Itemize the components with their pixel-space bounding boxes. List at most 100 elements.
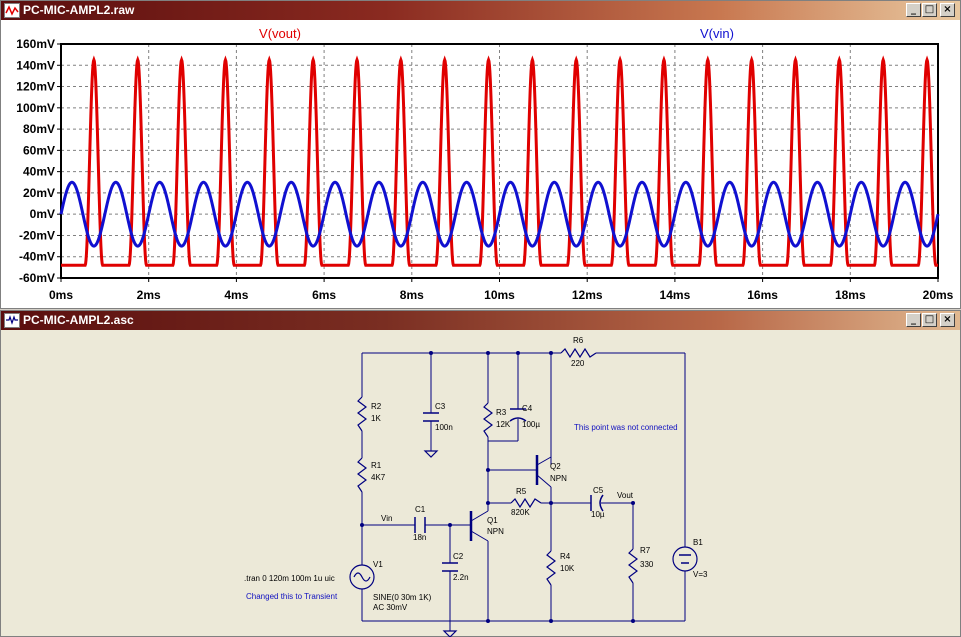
x-tick-label: 12ms	[572, 288, 603, 302]
x-tick-label: 20ms	[923, 288, 954, 302]
x-tick-label: 2ms	[137, 288, 161, 302]
battery-b1-symbol	[672, 546, 698, 572]
capacitor-c4-symbol	[509, 417, 527, 422]
r5-ref: R5	[516, 487, 527, 496]
resistor-r2-symbol	[357, 396, 367, 432]
net-label-vin: Vin	[381, 514, 392, 523]
x-tick-label: 10ms	[484, 288, 515, 302]
r3-ref: R3	[496, 408, 507, 417]
maximize-button[interactable]: □	[922, 313, 937, 327]
r4-value: 10K	[560, 564, 575, 573]
resistor-r1-symbol	[357, 457, 367, 493]
r7-value: 330	[640, 560, 654, 569]
junction-dot	[486, 501, 490, 505]
junction-dot	[360, 523, 364, 527]
junction-dot	[486, 468, 490, 472]
x-tick-label: 18ms	[835, 288, 866, 302]
waveform-window-title: PC-MIC-AMPL2.raw	[23, 3, 135, 17]
c1-ref: C1	[415, 505, 426, 514]
r5-value: 820K	[511, 508, 530, 517]
schematic-window-title: PC-MIC-AMPL2.asc	[23, 313, 134, 327]
r6-ref: R6	[573, 336, 584, 345]
junction-dot	[516, 351, 520, 355]
y-tick-label: 80mV	[23, 122, 55, 136]
v1-ac-value: AC 30mV	[373, 603, 408, 612]
wire	[470, 530, 489, 542]
waveform-titlebar[interactable]: PC-MIC-AMPL2.raw _ □ ×	[1, 1, 960, 20]
c2-value: 2.2n	[453, 573, 469, 582]
r7-ref: R7	[640, 546, 651, 555]
q1-ref: Q1	[487, 516, 498, 525]
v1-value: SINE(0 30m 1K)	[373, 593, 432, 602]
ground-icon	[423, 450, 439, 458]
junction-dot	[448, 523, 452, 527]
junction-dot	[486, 619, 490, 623]
q1-type: NPN	[487, 527, 504, 536]
y-tick-label: 0mV	[30, 207, 55, 221]
y-tick-label: 120mV	[16, 80, 55, 94]
legend-vout[interactable]: V(vout)	[259, 26, 301, 41]
c3-value: 100n	[435, 423, 453, 432]
b1-value: V=3	[693, 570, 708, 579]
schematic-window[interactable]: PC-MIC-AMPL2.asc _ □ ×	[0, 310, 961, 637]
x-tick-label: 0ms	[49, 288, 73, 302]
schematic-titlebar[interactable]: PC-MIC-AMPL2.asc _ □ ×	[1, 311, 960, 330]
net-label-vout: Vout	[617, 491, 634, 500]
comment-transient[interactable]: Changed this to Transient	[246, 592, 338, 601]
y-tick-label: 100mV	[16, 101, 55, 115]
legend-vin[interactable]: V(vin)	[700, 26, 734, 41]
r2-value: 1K	[371, 414, 381, 423]
y-tick-label: 20mV	[23, 186, 55, 200]
x-tick-label: 14ms	[660, 288, 691, 302]
r1-value: 4K7	[371, 473, 386, 482]
r2-ref: R2	[371, 402, 382, 411]
c3-ref: C3	[435, 402, 446, 411]
y-tick-label: -20mV	[19, 228, 55, 242]
q2-ref: Q2	[550, 462, 561, 471]
y-tick-label: -40mV	[19, 250, 55, 264]
y-tick-label: 40mV	[23, 165, 55, 179]
c5-value: 10µ	[591, 510, 605, 519]
minimize-button[interactable]: _	[906, 313, 921, 327]
x-tick-label: 16ms	[747, 288, 778, 302]
waveform-icon	[4, 3, 20, 18]
junction-dot	[549, 501, 553, 505]
close-button[interactable]: ×	[940, 313, 955, 327]
x-tick-label: 8ms	[400, 288, 424, 302]
c1-value: 18n	[413, 533, 426, 542]
c4-value: 100µ	[522, 420, 540, 429]
junction-dot	[549, 619, 553, 623]
waveform-plot[interactable]: 160mV140mV120mV100mV80mV60mV40mV20mV0mV-…	[1, 21, 960, 309]
resistor-r3-symbol	[483, 402, 493, 438]
junction-dot	[429, 351, 433, 355]
resistor-r4-symbol	[546, 550, 556, 586]
close-button[interactable]: ×	[940, 3, 955, 17]
wire	[470, 510, 489, 522]
resistor-r6-symbol	[560, 347, 597, 359]
resistor-r5-symbol	[510, 497, 542, 509]
sim-directive[interactable]: .tran 0 120m 100m 1u uic	[244, 574, 335, 583]
c5-ref: C5	[593, 486, 604, 495]
wire	[536, 474, 552, 488]
schematic-canvas[interactable]: R6 220 R2 1K C3 100n R3 12K C4 100µ R1 4…	[1, 331, 960, 637]
b1-ref: B1	[693, 538, 703, 547]
c2-ref: C2	[453, 552, 464, 561]
v1-ref: V1	[373, 560, 383, 569]
junction-dot	[549, 351, 553, 355]
r3-value: 12K	[496, 420, 511, 429]
c4-ref: C4	[522, 404, 533, 413]
junction-dot	[631, 501, 635, 505]
series-vout-trace	[61, 55, 938, 267]
series-vin-trace	[59, 180, 940, 248]
capacitor-c5-symbol	[599, 494, 604, 512]
sine-source-v1-symbol	[349, 564, 375, 590]
q2-type: NPN	[550, 474, 567, 483]
schematic-icon	[4, 313, 20, 328]
x-tick-label: 4ms	[224, 288, 248, 302]
minimize-button[interactable]: _	[906, 3, 921, 17]
maximize-button[interactable]: □	[922, 3, 937, 17]
sine-wave-icon	[353, 572, 371, 582]
comment-unconnected[interactable]: This point was not connected	[574, 423, 678, 432]
y-tick-label: 60mV	[23, 143, 55, 157]
